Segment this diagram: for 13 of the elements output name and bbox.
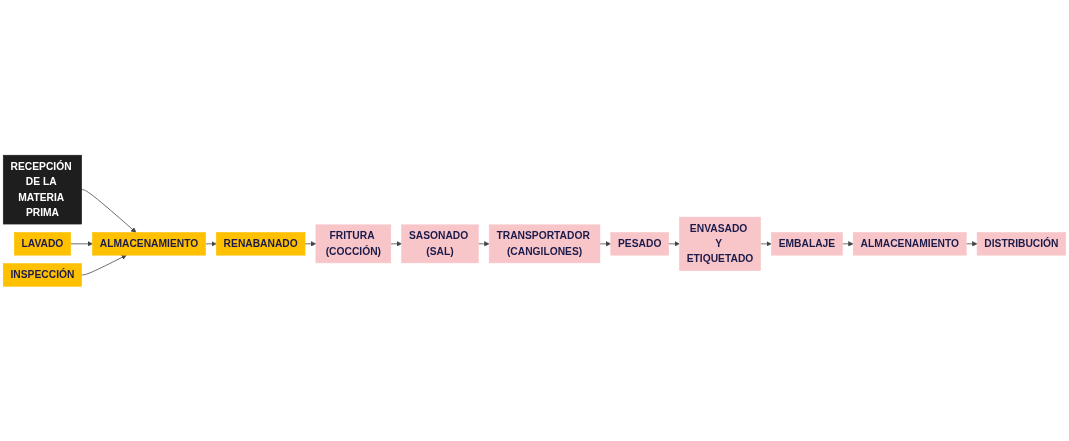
node-box: EMBALAJE bbox=[771, 232, 843, 256]
node-box: TRANSPORTADOR (CANGILONES) bbox=[488, 224, 601, 263]
node-box: RENABANADO bbox=[216, 232, 306, 256]
node-box: ALMACENAMIENTO bbox=[92, 232, 206, 256]
node-box: INSPECCIÓN bbox=[2, 263, 82, 287]
node-box: DISTRIBUCIÓN bbox=[976, 232, 1067, 256]
node-box: FRITURA (COCCIÓN) bbox=[315, 224, 392, 263]
node-box: ALMACENAMIENTO bbox=[852, 232, 967, 256]
node-box: RECEPCIÓN DE LA MATERIA PRIMA bbox=[2, 154, 82, 225]
node-box: ENVASADO Y ETIQUETADO bbox=[679, 216, 761, 271]
node-box: SASONADO (SAL) bbox=[401, 224, 479, 263]
node-box: PESADO bbox=[610, 232, 669, 256]
node-box: LAVADO bbox=[14, 232, 71, 256]
